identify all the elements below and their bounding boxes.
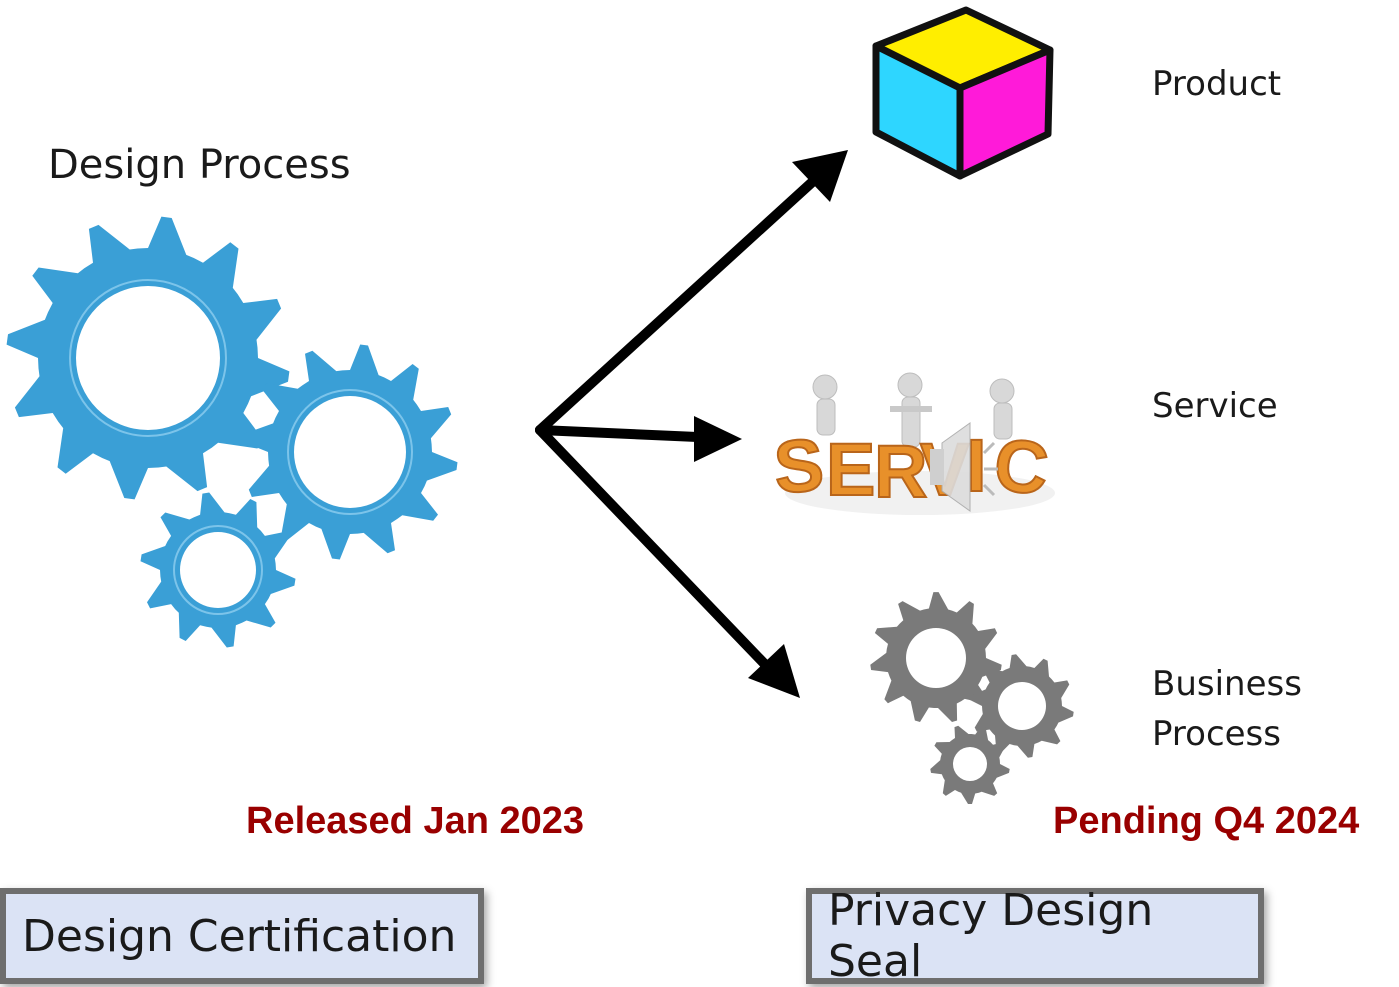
- blue-gear-large-ring: [69, 279, 227, 437]
- design-process-label: Design Process: [48, 142, 351, 188]
- business-process-label-line1: Business: [1152, 664, 1302, 704]
- privacy-design-seal-label: Privacy Design Seal: [828, 885, 1154, 987]
- svg-text:C: C: [990, 422, 1052, 510]
- business-process-label-line2: Process: [1152, 714, 1281, 754]
- gray-gear-small: [930, 725, 1010, 804]
- gray-gear-large: [870, 592, 1002, 722]
- gray-gears-icon: [870, 592, 1074, 804]
- blue-gear-large: [6, 216, 290, 500]
- cube-icon: [872, 6, 1054, 180]
- arrowhead-product: [792, 150, 848, 202]
- product-label: Product: [1152, 64, 1282, 104]
- service-people-icon: S E R V I C: [770, 372, 1055, 515]
- arrow-to-service: [535, 425, 725, 443]
- design-certification-box: Design Certification: [0, 888, 484, 984]
- svg-text:R: R: [874, 430, 927, 513]
- arrowhead-business: [748, 644, 800, 698]
- arrow-to-product: [535, 170, 825, 435]
- svg-text:S: S: [771, 423, 826, 509]
- arrowhead-service: [694, 416, 742, 462]
- service-label: Service: [1152, 386, 1278, 426]
- gray-gear-medium: [970, 654, 1074, 758]
- blue-gear-small-ring: [173, 525, 263, 615]
- released-status: Released Jan 2023: [246, 800, 585, 842]
- blue-gear-medium-ring: [287, 389, 413, 515]
- arrow-to-business-process: [535, 425, 785, 685]
- design-certification-label: Design Certification: [22, 910, 457, 962]
- flow-arrows: [535, 150, 848, 698]
- privacy-design-seal-box: Privacy Design Seal: [806, 885, 1264, 987]
- svg-text:E: E: [826, 428, 875, 511]
- pending-status: Pending Q4 2024: [1053, 800, 1360, 842]
- blue-gear-small: [140, 492, 296, 648]
- svg-text:I: I: [966, 424, 987, 507]
- blue-gear-medium: [242, 344, 458, 560]
- blue-gears-icon: [6, 216, 458, 648]
